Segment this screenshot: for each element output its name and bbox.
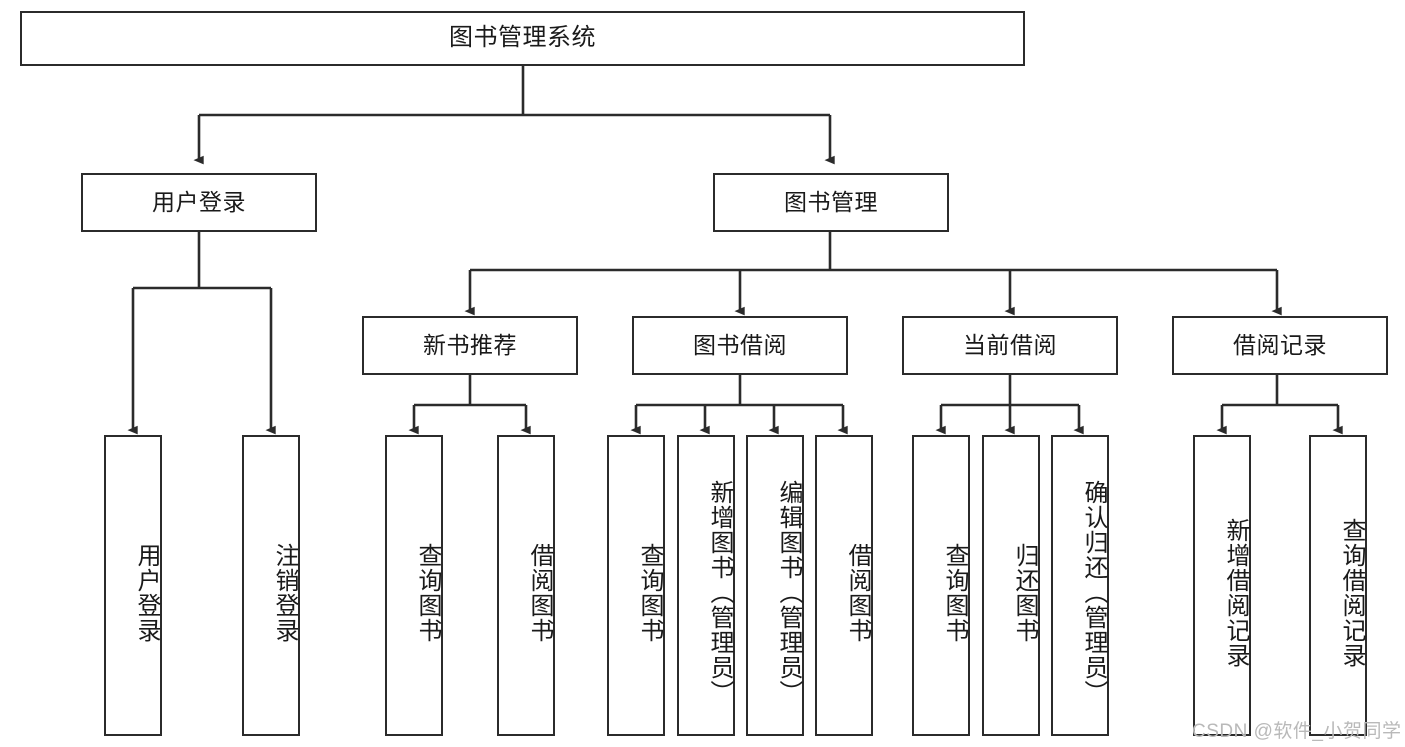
leaf-confirm-return[interactable]: 确认归还（管理员） bbox=[1051, 435, 1109, 736]
leaf-return-book[interactable]: 归还图书 bbox=[982, 435, 1040, 736]
node-book-manage[interactable]: 图书管理 bbox=[713, 173, 949, 232]
leaf-query-borrow-record-label: 查询借阅记录 bbox=[1338, 517, 1365, 668]
leaf-edit-book-label: 编辑图书（管理员） bbox=[775, 480, 802, 705]
node-current-borrow-label: 当前借阅 bbox=[963, 331, 1057, 358]
node-book-borrow-label: 图书借阅 bbox=[693, 331, 787, 358]
leaf-user-login-label: 用户登录 bbox=[133, 542, 160, 643]
leaf-confirm-return-label: 确认归还（管理员） bbox=[1080, 480, 1107, 705]
leaf-query-book-current-label: 查询图书 bbox=[941, 542, 968, 643]
leaf-query-borrow-record[interactable]: 查询借阅记录 bbox=[1309, 435, 1367, 736]
leaf-user-login[interactable]: 用户登录 bbox=[104, 435, 162, 736]
node-current-borrow[interactable]: 当前借阅 bbox=[902, 316, 1118, 375]
leaf-borrow-book-label: 借阅图书 bbox=[844, 542, 871, 643]
leaf-add-book[interactable]: 新增图书（管理员） bbox=[677, 435, 735, 736]
node-book-manage-label: 图书管理 bbox=[784, 188, 878, 215]
leaf-borrow-book-recommend[interactable]: 借阅图书 bbox=[497, 435, 555, 736]
leaf-query-book-current[interactable]: 查询图书 bbox=[912, 435, 970, 736]
node-root-system[interactable]: 图书管理系统 bbox=[20, 11, 1025, 66]
node-user-login[interactable]: 用户登录 bbox=[81, 173, 317, 232]
node-borrow-record-label: 借阅记录 bbox=[1233, 331, 1327, 358]
leaf-borrow-book-recommend-label: 借阅图书 bbox=[526, 542, 553, 643]
node-new-book-recommend[interactable]: 新书推荐 bbox=[362, 316, 578, 375]
node-new-book-recommend-label: 新书推荐 bbox=[423, 331, 517, 358]
leaf-query-book-borrow[interactable]: 查询图书 bbox=[607, 435, 665, 736]
node-borrow-record[interactable]: 借阅记录 bbox=[1172, 316, 1388, 375]
leaf-return-book-label: 归还图书 bbox=[1011, 542, 1038, 643]
leaf-add-borrow-record[interactable]: 新增借阅记录 bbox=[1193, 435, 1251, 736]
leaf-edit-book[interactable]: 编辑图书（管理员） bbox=[746, 435, 804, 736]
leaf-query-book-recommend[interactable]: 查询图书 bbox=[385, 435, 443, 736]
leaf-borrow-book[interactable]: 借阅图书 bbox=[815, 435, 873, 736]
node-book-borrow[interactable]: 图书借阅 bbox=[632, 316, 848, 375]
node-user-login-label: 用户登录 bbox=[152, 188, 246, 215]
leaf-query-book-recommend-label: 查询图书 bbox=[414, 542, 441, 643]
leaf-add-borrow-record-label: 新增借阅记录 bbox=[1222, 517, 1249, 668]
leaf-add-book-label: 新增图书（管理员） bbox=[706, 480, 733, 705]
leaf-logout[interactable]: 注销登录 bbox=[242, 435, 300, 736]
leaf-logout-label: 注销登录 bbox=[271, 542, 298, 643]
leaf-query-book-borrow-label: 查询图书 bbox=[636, 542, 663, 643]
node-root-system-label: 图书管理系统 bbox=[449, 24, 596, 52]
